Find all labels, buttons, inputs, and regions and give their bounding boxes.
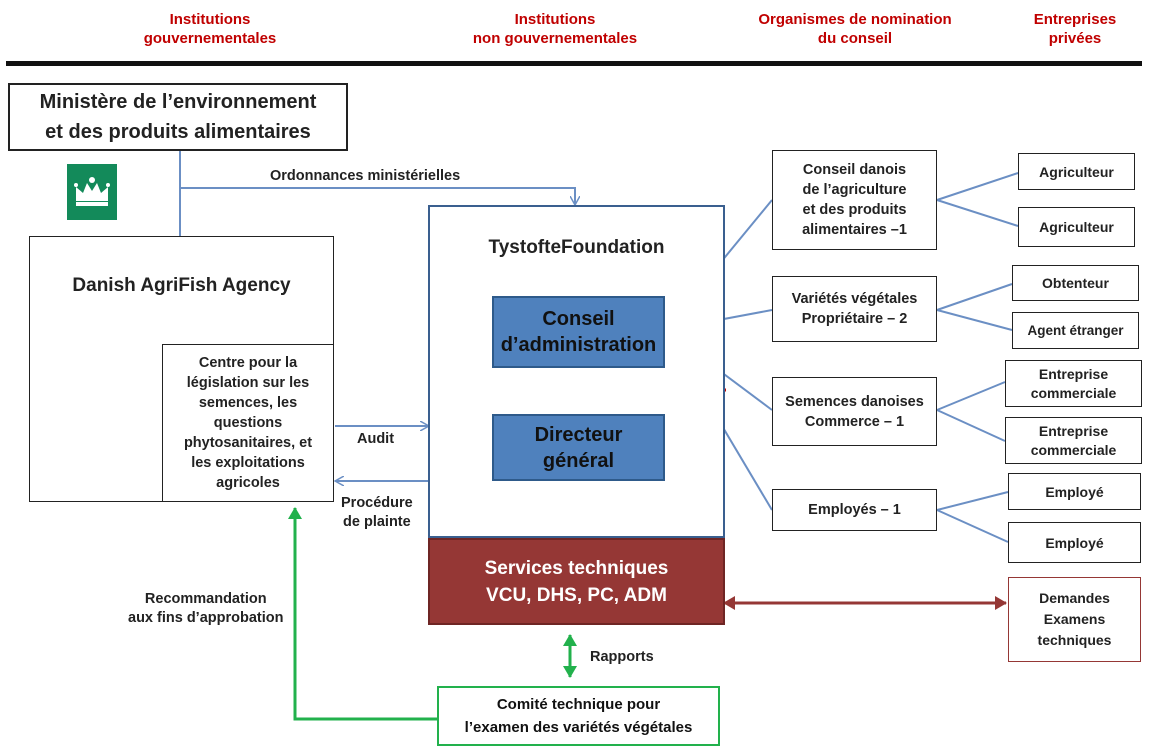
nominator-seeds: Semences danoises Commerce – 1: [772, 377, 937, 446]
header-private: Entreprises privées: [1033, 11, 1117, 47]
agency-title: Danish AgriFish Agency: [72, 275, 291, 296]
ordinances-label: Ordonnances ministérielles: [270, 168, 461, 184]
board-box: Conseil d’administration: [492, 296, 665, 368]
nominator-varieties: Variétés végétales Propriétaire – 2: [772, 276, 937, 342]
audit-label: Audit: [357, 431, 395, 447]
danish-crown-icon: [67, 164, 117, 220]
complaint-label: Procédure de plainte: [341, 495, 413, 530]
nominator-private-lines: [936, 172, 1019, 543]
services-box: Services techniques VCU, DHS, PC, ADM: [428, 538, 725, 625]
committee-box: Comité technique pour l’examen des varié…: [437, 686, 720, 746]
ministry-box: Ministère de l’environnement et des prod…: [8, 83, 348, 151]
foundation-title: TystofteFoundation: [488, 237, 665, 258]
director-box: Directeur général: [492, 414, 665, 481]
private-farmer-1: Agriculteur: [1018, 153, 1135, 190]
private-company-2: Entreprise commerciale: [1005, 417, 1142, 464]
ordinances-arrow: [180, 187, 575, 204]
nominator-council: Conseil danois de l’agriculture et des p…: [772, 150, 937, 250]
header-gov: Institutions gouvernementales: [143, 11, 277, 47]
header-board: Organismes de nomination du conseil: [758, 11, 952, 47]
nominator-employees: Employés – 1: [772, 489, 937, 531]
private-employee-1: Employé: [1008, 473, 1141, 510]
header-rule: [6, 61, 1142, 66]
header-nongov: Institutions non gouvernementales: [472, 11, 638, 47]
green-arrows: [288, 507, 577, 721]
private-employee-2: Employé: [1008, 522, 1141, 563]
private-foreign-agent: Agent étranger: [1012, 312, 1139, 349]
private-breeder: Obtenteur: [1012, 265, 1139, 301]
private-farmer-2: Agriculteur: [1018, 207, 1135, 247]
foundation-box: TystofteFoundation: [428, 205, 725, 538]
reports-label: Rapports: [590, 649, 654, 665]
private-company-1: Entreprise commerciale: [1005, 360, 1142, 407]
centre-box: Centre pour la législation sur les semen…: [162, 344, 334, 502]
requests-box: Demandes Examens techniques: [1008, 577, 1141, 662]
recommendation-label: Recommandation aux fins d’approbation: [128, 591, 284, 626]
